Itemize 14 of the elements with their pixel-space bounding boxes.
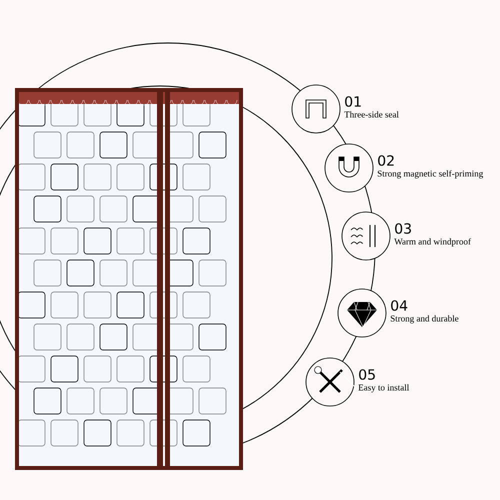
- seal-icon: [292, 84, 340, 134]
- feature-caption: Easy to install: [358, 384, 410, 392]
- feature-number: 04: [391, 300, 408, 311]
- tools-icon: [306, 358, 356, 406]
- feature-number: 01: [345, 96, 361, 107]
- feature-number: 02: [378, 155, 394, 166]
- feature-caption: Strong and durable: [390, 315, 458, 324]
- feature-number: 03: [395, 223, 411, 234]
- wind-icon: [342, 212, 390, 260]
- magnet-icon: [324, 144, 374, 192]
- feature-caption: Strong magnetic self-priming: [378, 170, 484, 178]
- feature-caption: Three-side seal: [344, 111, 399, 118]
- feature-number: 05: [359, 369, 375, 380]
- feature-caption: Warm and windproof: [394, 238, 471, 246]
